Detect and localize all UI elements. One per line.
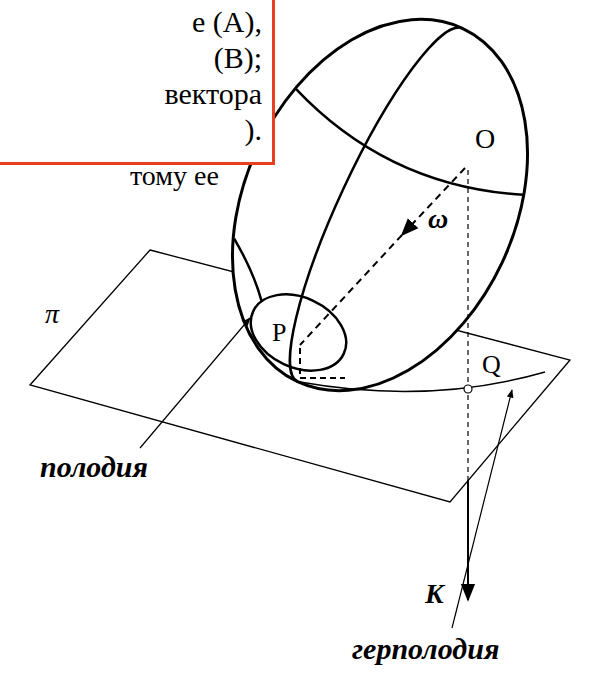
- omega-axis: [300, 235, 402, 345]
- vector-label: ω: [428, 205, 448, 233]
- plane-label: π: [45, 300, 59, 328]
- vertical-axis: [467, 170, 468, 480]
- leader-line: [140, 318, 250, 448]
- curve-label: полодия: [40, 452, 148, 482]
- note-box: е (А), (В); вектора ).: [0, 0, 275, 165]
- polhode-curve: [238, 280, 358, 386]
- vector-label: K: [425, 580, 444, 608]
- omega-vector: [402, 168, 465, 235]
- note-text: е (А), (В); вектора ).: [152, 0, 262, 148]
- leader-line: [452, 390, 512, 628]
- point-q: [464, 385, 472, 393]
- contact-line: [300, 348, 345, 378]
- text-fragment: тому ее: [130, 162, 219, 190]
- curve-label: герполодия: [352, 634, 499, 664]
- point-label: O: [475, 125, 495, 153]
- herpolhode-curve: [300, 372, 545, 391]
- point-label: Q: [482, 352, 501, 378]
- point-label: P: [272, 320, 286, 346]
- momentum-vector: [467, 480, 469, 600]
